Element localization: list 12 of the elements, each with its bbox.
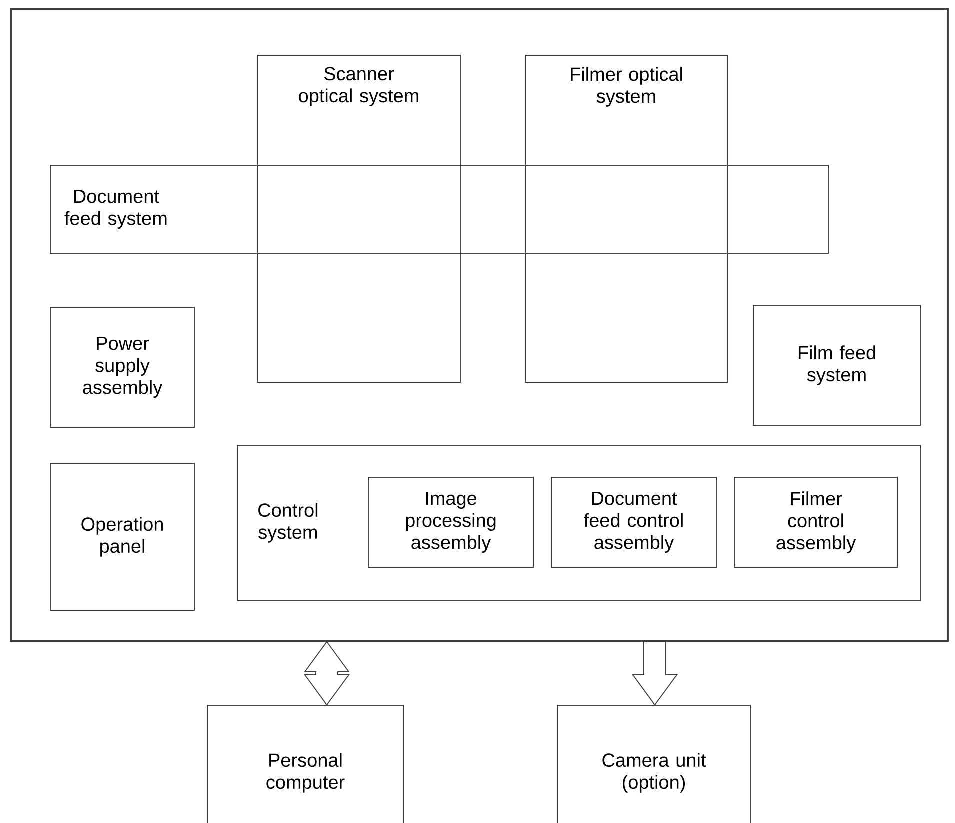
block-arrow bbox=[632, 642, 678, 706]
block-box: Camera unit (option) bbox=[557, 705, 751, 823]
block-box: Filmer control assembly bbox=[734, 477, 898, 568]
block-box: Operation panel bbox=[50, 463, 195, 611]
block-box: Document feed control assembly bbox=[551, 477, 717, 568]
block-box: Image processing assembly bbox=[368, 477, 534, 568]
block-box: Power supply assembly bbox=[50, 307, 195, 428]
block-box: Film feed system bbox=[753, 305, 921, 426]
block-box: Scanner optical system bbox=[257, 55, 461, 383]
block-box: Document feed system bbox=[50, 165, 829, 254]
block-box: Filmer optical system bbox=[525, 55, 728, 383]
block-box: Personal computer bbox=[207, 705, 404, 823]
